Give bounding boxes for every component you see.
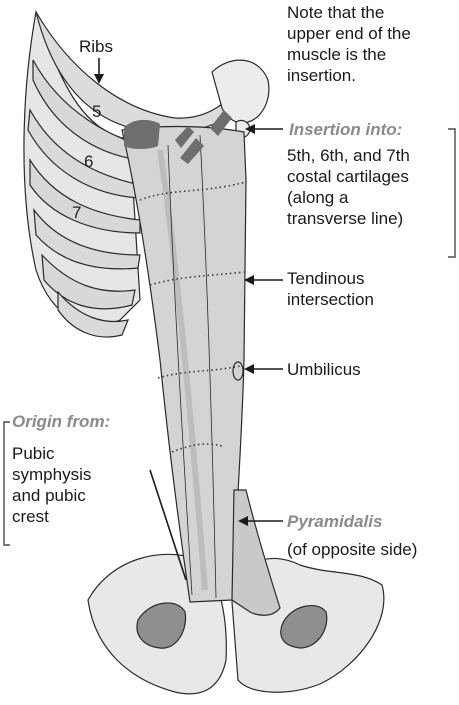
insertion-line: 5th, 6th, and 7th [287, 146, 410, 165]
pyramidalis-header: Pyramidalis [287, 512, 383, 531]
note-line: insertion. [287, 66, 356, 85]
rib-number-6: 6 [84, 152, 93, 171]
left-obturator [136, 602, 187, 649]
umbilicus-label: Umbilicus [287, 360, 361, 379]
origin-leader [149, 469, 187, 581]
origin-bracket [3, 421, 10, 546]
pyramidalis-muscle [231, 489, 281, 616]
insertion-header: Insertion into: [289, 120, 403, 139]
tendinous-line: intersection [287, 290, 374, 309]
insertion-body: 5th, 6th, and 7th costal cartilages (alo… [287, 145, 410, 229]
leader-lines [94, 58, 283, 581]
insertion-line: transverse line) [287, 209, 404, 228]
tendinous-label: Tendinous intersection [287, 268, 374, 310]
origin-line: symphysis [12, 465, 92, 484]
rib-4 [29, 157, 141, 234]
insertion-marks [124, 110, 232, 164]
insertion-bracket [448, 128, 456, 258]
rib-5 [33, 207, 141, 270]
insertion-mark-7 [210, 110, 232, 136]
tendinous-line: Tendinous [287, 269, 365, 288]
tendinous-intersections [139, 181, 247, 453]
insertion-line: (along a [287, 188, 349, 207]
insertion-mark-5 [124, 119, 160, 149]
ribs-label: Ribs [79, 37, 114, 56]
insertion-mark-6b [180, 138, 204, 164]
insertion-line: costal cartilages [287, 167, 409, 186]
muscle-line-2 [199, 134, 217, 599]
insertion-mark-6 [175, 126, 194, 148]
note-line: upper end of the [287, 24, 411, 43]
rib-7 [57, 290, 129, 338]
note-line: muscle is the [287, 45, 387, 64]
pyramidalis-body: (of opposite side) [287, 540, 418, 559]
rib-number-5: 5 [92, 102, 101, 121]
note-line: Note that the [287, 3, 385, 22]
origin-line: crest [12, 507, 49, 526]
rib-number-7: 7 [72, 203, 81, 222]
umbilicus-marker [232, 361, 244, 381]
rectus-abdominis [121, 125, 281, 616]
label-brackets [3, 128, 456, 546]
note-text: Note that the upper end of the muscle is… [287, 2, 411, 86]
muscle-line-1 [167, 144, 193, 596]
origin-body: Pubic symphysis and pubic crest [12, 443, 91, 527]
origin-line: Pubic [12, 444, 55, 463]
origin-header: Origin from: [12, 412, 111, 431]
origin-line: and pubic [12, 486, 86, 505]
right-obturator [280, 604, 328, 649]
